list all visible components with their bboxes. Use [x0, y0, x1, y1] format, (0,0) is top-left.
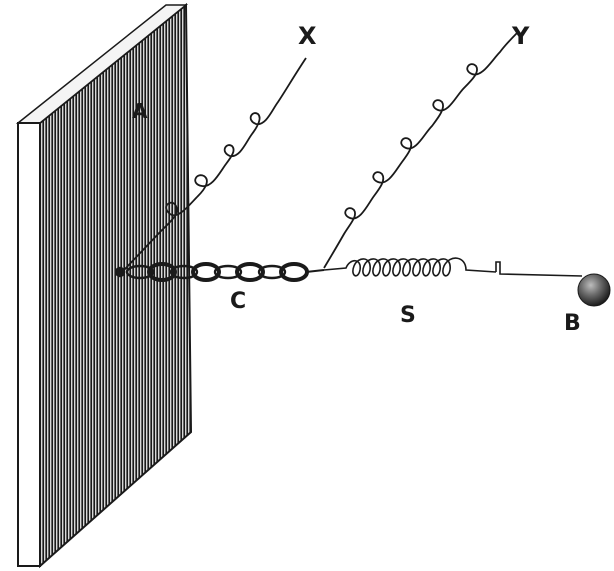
- chain-link: [257, 264, 287, 280]
- chain: [114, 262, 325, 282]
- chain-link: [125, 264, 155, 280]
- string-y: [323, 31, 519, 269]
- label-c: C: [230, 289, 246, 314]
- ball: [577, 273, 611, 307]
- ball-string: [495, 261, 583, 277]
- label-x: X: [298, 22, 317, 50]
- chain-link: [169, 264, 199, 280]
- wall-board: [15, 2, 193, 569]
- label-y: Y: [511, 22, 530, 50]
- chain-link: [147, 262, 177, 282]
- string-x: [123, 57, 307, 271]
- chain-end: [305, 269, 325, 273]
- wall-side-edge: [17, 122, 41, 567]
- wall-hook: [114, 266, 126, 278]
- chain-link: [235, 262, 265, 282]
- label-s: S: [400, 303, 416, 328]
- chain-link: [191, 262, 221, 282]
- label-a: A: [132, 99, 148, 123]
- label-b: B: [564, 311, 581, 336]
- chain-link: [213, 264, 243, 280]
- spring: [323, 257, 497, 277]
